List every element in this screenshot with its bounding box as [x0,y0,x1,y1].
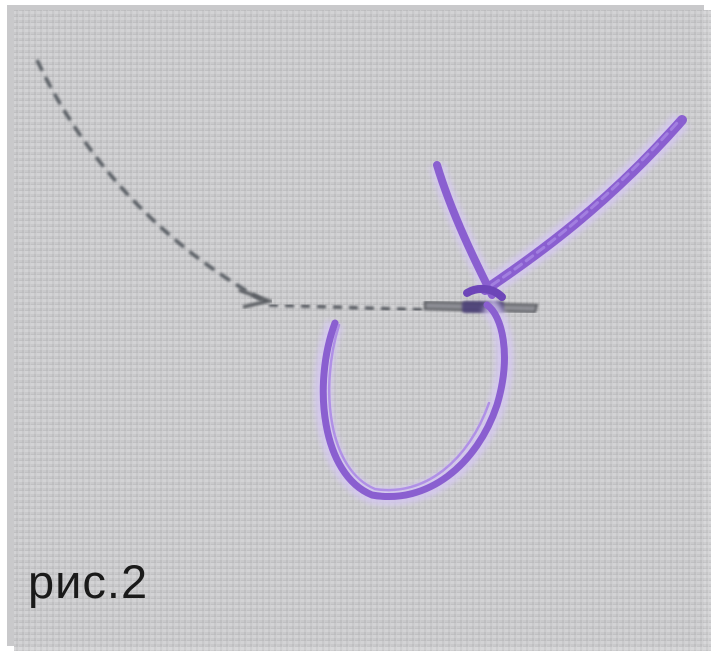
fabric-background [7,5,704,646]
figure-caption: рис.2 [28,554,148,609]
